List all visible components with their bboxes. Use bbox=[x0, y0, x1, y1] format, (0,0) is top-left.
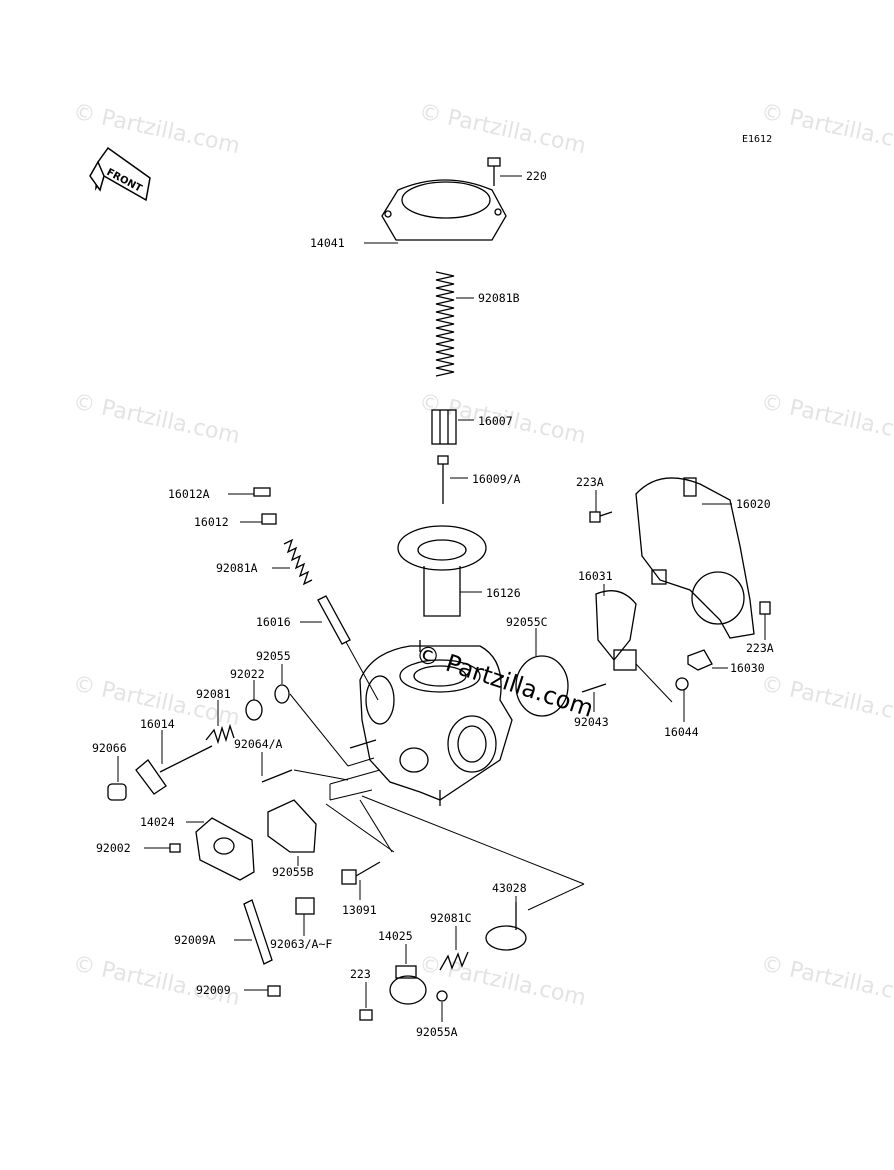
front-arrow-icon: FRONT bbox=[89, 146, 151, 202]
part-label-16012A: 16012A bbox=[168, 487, 210, 501]
plate-14024 bbox=[186, 817, 255, 881]
part-label-43028: 43028 bbox=[492, 881, 527, 895]
part-16012A bbox=[228, 487, 271, 497]
screw-16014 bbox=[135, 730, 213, 795]
part-16044 bbox=[675, 677, 689, 722]
oring-92055C bbox=[515, 628, 569, 717]
screw-223A-top bbox=[589, 490, 613, 523]
watermark-text: © Partzilla.com bbox=[71, 99, 242, 159]
part-label-223A-top: 223A bbox=[576, 475, 604, 489]
part-label-14041: 14041 bbox=[310, 236, 345, 250]
part-16012 bbox=[240, 513, 277, 525]
part-label-16044: 16044 bbox=[664, 725, 699, 739]
part-label-92055: 92055 bbox=[256, 649, 291, 663]
part-label-92055C: 92055C bbox=[506, 615, 548, 629]
part-92063AF bbox=[295, 897, 315, 936]
part-label-92022: 92022 bbox=[230, 667, 265, 681]
part-92064A bbox=[261, 752, 349, 783]
spring-92081A bbox=[272, 538, 313, 586]
pin-92043 bbox=[581, 683, 607, 712]
watermark-text: © Partzilla.com bbox=[759, 389, 894, 449]
part-label-92009: 92009 bbox=[196, 983, 231, 997]
part-label-92064A: 92064/A bbox=[234, 737, 283, 751]
part-label-92055A: 92055A bbox=[416, 1025, 458, 1039]
part-label-16009A: 16009/A bbox=[472, 472, 521, 486]
screw-92002 bbox=[144, 843, 181, 853]
chamber-16020 bbox=[635, 477, 755, 639]
part-label-92066: 92066 bbox=[92, 741, 127, 755]
part-13091 bbox=[341, 861, 381, 900]
washer-92022 bbox=[245, 680, 263, 721]
part-label-14025: 14025 bbox=[378, 929, 413, 943]
needle-16009A bbox=[437, 455, 468, 504]
part-92009A bbox=[234, 899, 273, 965]
watermark-text: © Partzilla.com bbox=[417, 99, 588, 159]
part-16016 bbox=[300, 595, 379, 701]
part-16031 bbox=[595, 584, 673, 703]
part-label-16020: 16020 bbox=[736, 497, 771, 511]
body-leader-lines bbox=[325, 769, 585, 911]
part-label-16031: 16031 bbox=[578, 569, 613, 583]
spring-92081C bbox=[439, 926, 469, 971]
part-label-92002: 92002 bbox=[96, 841, 131, 855]
screw-223A-right bbox=[759, 601, 771, 640]
part-label-92081C: 92081C bbox=[430, 911, 472, 925]
part-label-16030: 16030 bbox=[730, 661, 765, 675]
part-label-13091: 13091 bbox=[342, 903, 377, 917]
watermark-text: © Partzilla.com bbox=[759, 99, 894, 159]
part-label-16016: 16016 bbox=[256, 615, 291, 629]
watermark-text: © Partzilla.com bbox=[71, 951, 242, 1011]
oring-92055 bbox=[274, 664, 375, 767]
watermark-text: © Partzilla.com bbox=[759, 951, 894, 1011]
spring-92081B bbox=[435, 271, 474, 377]
part-43028 bbox=[485, 896, 527, 951]
screw-220 bbox=[487, 157, 522, 186]
diagram-code: E1612 bbox=[742, 134, 772, 145]
cap-92066 bbox=[107, 756, 127, 801]
carburetor-body bbox=[349, 640, 513, 806]
part-label-92063AF: 92063/A~F bbox=[270, 937, 332, 951]
screw-223 bbox=[359, 982, 373, 1021]
watermark-center-text: © Partzilla.com bbox=[412, 639, 597, 723]
part-16030 bbox=[687, 649, 728, 671]
part-label-92043: 92043 bbox=[574, 715, 609, 729]
part-label-92009A: 92009A bbox=[174, 933, 216, 947]
cover-14041 bbox=[364, 179, 507, 244]
holder-16007 bbox=[431, 409, 474, 445]
part-label-220: 220 bbox=[526, 169, 547, 183]
part-label-223A-right: 223A bbox=[746, 641, 774, 655]
part-label-16014: 16014 bbox=[140, 717, 175, 731]
watermark-text: © Partzilla.com bbox=[759, 671, 894, 731]
part-label-223: 223 bbox=[350, 967, 371, 981]
gasket-92055B bbox=[267, 799, 317, 866]
part-92009 bbox=[244, 985, 281, 997]
watermark-text: © Partzilla.com bbox=[71, 389, 242, 449]
part-label-16012: 16012 bbox=[194, 515, 229, 529]
part-label-92081A: 92081A bbox=[216, 561, 258, 575]
part-label-92055B: 92055B bbox=[272, 865, 314, 879]
part-label-16007: 16007 bbox=[478, 414, 513, 428]
part-label-16126: 16126 bbox=[486, 586, 521, 600]
oring-92055A bbox=[436, 990, 448, 1022]
part-label-92081: 92081 bbox=[196, 687, 231, 701]
watermark-layer: © Partzilla.com © Partzilla.com © Partzi… bbox=[71, 99, 894, 1011]
cover-14025 bbox=[389, 944, 427, 1005]
part-label-14024: 14024 bbox=[140, 815, 175, 829]
diaphragm-16126 bbox=[397, 525, 487, 617]
spring-92081 bbox=[205, 700, 235, 745]
part-label-92081B: 92081B bbox=[478, 291, 520, 305]
